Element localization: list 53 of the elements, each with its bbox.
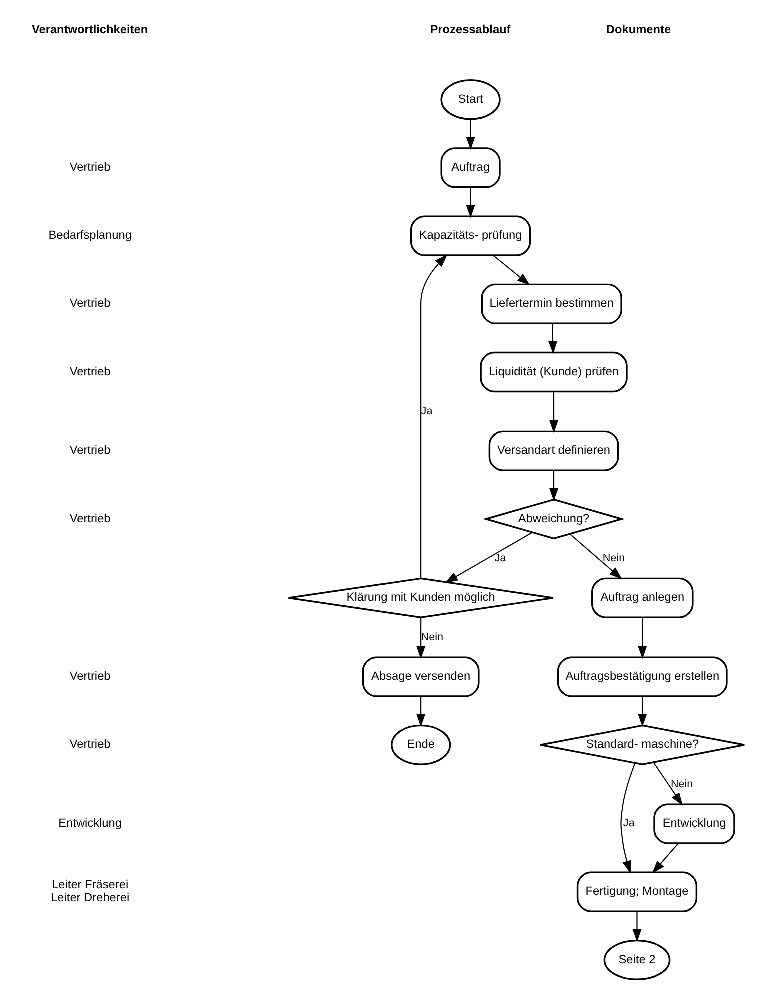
label: Leiter Dreherei [50, 890, 130, 905]
arrow [632, 912, 642, 942]
node-box: Entwicklung [653, 804, 735, 844]
label: Vertrieb [69, 160, 110, 174]
label: Vertrieb [69, 737, 110, 752]
node-box: Kapazitäts- prüfung [410, 216, 531, 256]
node-ellipse: Ende [390, 724, 451, 766]
arrow [466, 188, 475, 218]
arrow [569, 534, 622, 580]
node-ellipse: Seite 2 [603, 940, 670, 981]
arrow [652, 762, 682, 806]
arrow [620, 763, 636, 874]
node-diamond: Abweichung? [482, 498, 625, 540]
label: Vertrieb [69, 364, 110, 378]
arrow [444, 532, 532, 584]
arrow [638, 696, 647, 728]
edge-label: Nein [602, 552, 625, 564]
arrow [416, 696, 426, 728]
node-box: Auftragsbestätigung erstellen [556, 656, 728, 698]
node-diamond: Standard- maschine? [539, 724, 745, 766]
node-box: Fertigung; Montage [576, 872, 698, 912]
node-box: Absage versenden [362, 656, 480, 698]
node-box: Auftrag [440, 148, 500, 188]
label: Prozessablauf [430, 22, 510, 37]
label: Vertrieb [69, 669, 110, 684]
arrow [548, 470, 558, 502]
node-box: Auftrag anlegen [591, 578, 694, 618]
edge-label: Ja [622, 818, 634, 830]
arrow [652, 843, 678, 874]
label: Vertrieb [69, 443, 110, 458]
arrow [548, 324, 558, 354]
node-diamond: Klärung mit Kunden möglich [287, 578, 554, 618]
arrow [420, 254, 448, 578]
arrow [638, 618, 647, 660]
node-box: Liquidität (Kunde) prüfen [480, 352, 628, 393]
arrow [466, 120, 475, 150]
arrow [416, 618, 426, 660]
edge-label: Nein [420, 631, 444, 644]
arrow [492, 255, 530, 286]
label: Verantwortlichkeiten [31, 22, 148, 37]
label: Bedarfsplanung [48, 228, 132, 242]
node-box: Liefertermin bestimmen [480, 284, 622, 324]
edge-label: Nein [670, 778, 693, 790]
node-ellipse: Start [440, 80, 500, 120]
label: Vertrieb [69, 296, 110, 310]
label: Dokumente [606, 22, 671, 37]
edge-label: Ja [420, 405, 432, 418]
edge-label: Ja [494, 552, 506, 564]
arrow [548, 392, 558, 434]
node-box: Versandart definieren [488, 430, 619, 472]
label: Leiter Fräserei [52, 878, 128, 892]
label: Entwicklung [58, 816, 122, 830]
label: Vertrieb [69, 511, 110, 526]
